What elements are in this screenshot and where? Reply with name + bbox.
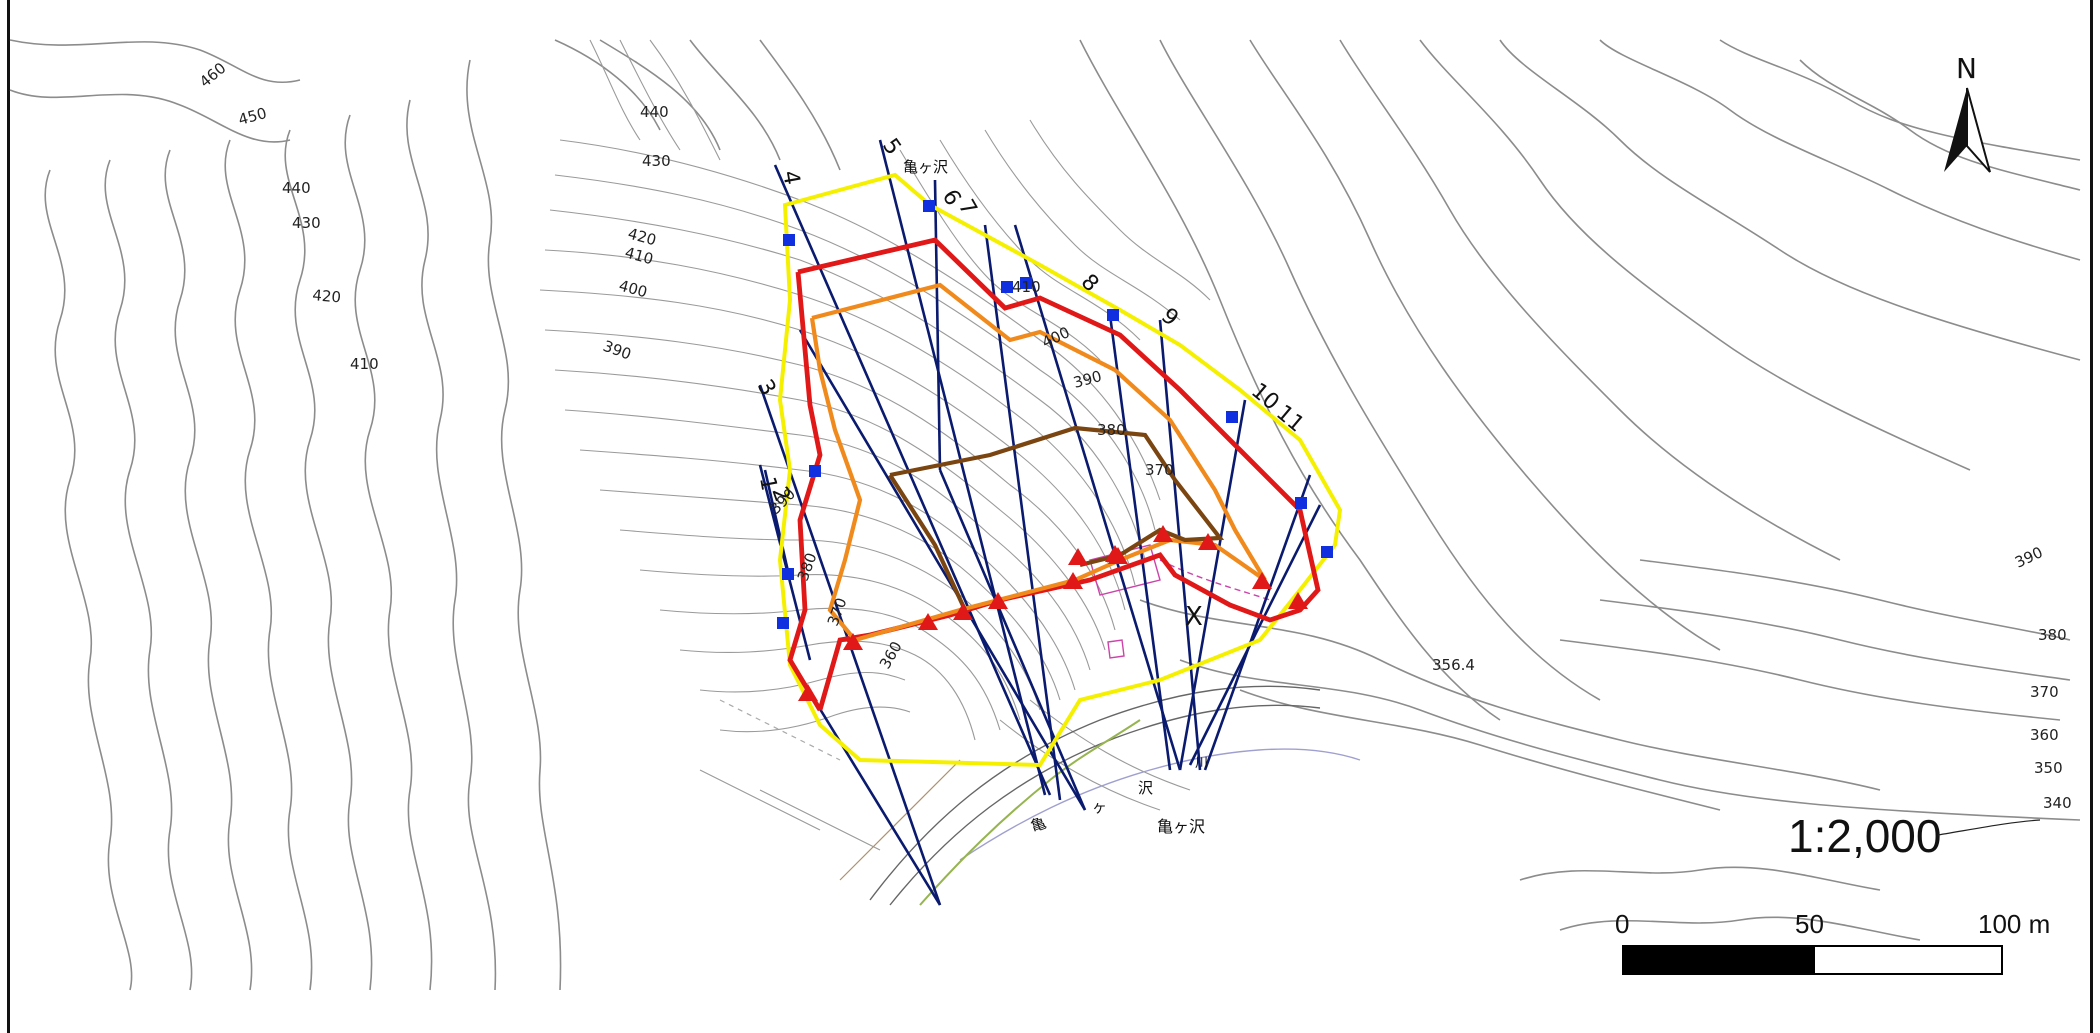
marker-square [1295,497,1307,509]
scale-label-0: 0 [1615,909,1629,939]
north-arrow: N [1944,52,1991,173]
marker-triangle [1105,545,1125,562]
spot-height-label: 356.4 [1432,656,1475,674]
elevation-label: 430 [642,152,671,170]
scale-ratio: 1:2,000 [1788,810,1941,862]
section-number-3: 3 [752,376,781,401]
elevation-label: 370 [2030,683,2059,701]
marker-triangle [798,684,818,701]
scale-bar-black-segment [1622,945,1815,975]
marker-triangle [988,592,1008,609]
marker-square [1107,309,1119,321]
north-label: N [1956,52,1977,85]
elevation-label: 380 [794,550,821,583]
section-number-5: 5 [877,134,906,160]
scarp-brown-lines [888,425,1225,611]
marker-square [1001,281,1013,293]
marker-square [782,568,794,580]
marker-triangle [1198,533,1218,550]
elevation-label: 390 [601,337,634,364]
stream-char-2: ヶ [1092,798,1107,816]
scarp-red-lines [787,237,1321,712]
place-name-upper: 亀ヶ沢 [903,158,948,176]
elevation-label: 460 [196,59,230,91]
elevation-label: 420 [312,286,342,306]
north-arrow-icon [1944,88,1967,172]
stream-char-3: 沢 [1138,779,1153,797]
marker-square [1020,277,1032,289]
elevation-label: 450 [236,104,268,129]
map-frame [7,0,2093,1033]
elevation-label: 400 [617,276,649,301]
scale-bar: 1:2,000 0 50 100 m [1615,810,2050,975]
stream-char-4: 川 [1195,756,1208,771]
section-number-11: 11 [1271,400,1309,437]
elevation-label: 430 [292,214,321,232]
marker-square [923,200,935,212]
marker-square [809,465,821,477]
section-lines [758,139,1322,906]
elevation-label: 350 [2034,759,2063,777]
marker-square [783,234,795,246]
marker-triangle [1252,572,1272,589]
marker-triangle [1068,548,1088,565]
elevation-label: 370 [1145,461,1174,479]
stream-char-1: 亀 [1028,814,1048,836]
marker-triangle [1288,592,1308,609]
marker-triangle [843,633,863,650]
elevation-label: 380 [1097,421,1126,439]
elevation-label: 340 [2043,794,2072,812]
section-number-4: 4 [777,169,804,187]
place-name-lower: 亀ヶ沢 [1157,817,1205,836]
elevation-label: 440 [282,179,311,197]
elevation-label: 390 [2012,543,2046,571]
elevation-label: 410 [350,355,379,373]
contour-lines-regional [9,39,2081,991]
elevation-labels-left: 460 450 440 430 420 410 [196,59,379,373]
red-triangle-markers [798,525,1308,701]
elevation-labels-slope: 440 430 420 410 400 390 390 380 370 360 … [601,103,1174,672]
elevation-labels-right: 390 380 370 360 350 340 [2012,543,2072,812]
marker-square [777,617,789,629]
elevation-label: 410 [1012,278,1041,296]
scale-label-100m: 100 m [1978,909,2050,939]
marker-square [1226,411,1238,423]
point-label-x: X [1185,602,1203,632]
marker-square [1321,546,1333,558]
scale-label-50: 50 [1795,909,1824,939]
elevation-label: 380 [2038,626,2067,644]
marker-triangle [1063,572,1083,589]
section-number-1: 1 [754,475,781,493]
blue-square-markers [777,200,1333,629]
marker-triangle [953,603,973,620]
scale-bar-white-segment [1813,945,2003,975]
outer-boundary-line [777,172,1343,768]
marker-triangle [918,613,938,630]
elevation-label: 390 [1071,367,1103,392]
elevation-label: 360 [2030,726,2059,744]
elevation-label: 440 [640,103,669,121]
marker-triangle [1153,525,1173,542]
place-name-labels: 亀ヶ沢 亀ヶ沢 亀 ヶ 沢 川 X 356.4 [903,158,1475,836]
elevation-label: 370 [824,595,851,628]
section-number-8: 8 [1076,270,1104,298]
